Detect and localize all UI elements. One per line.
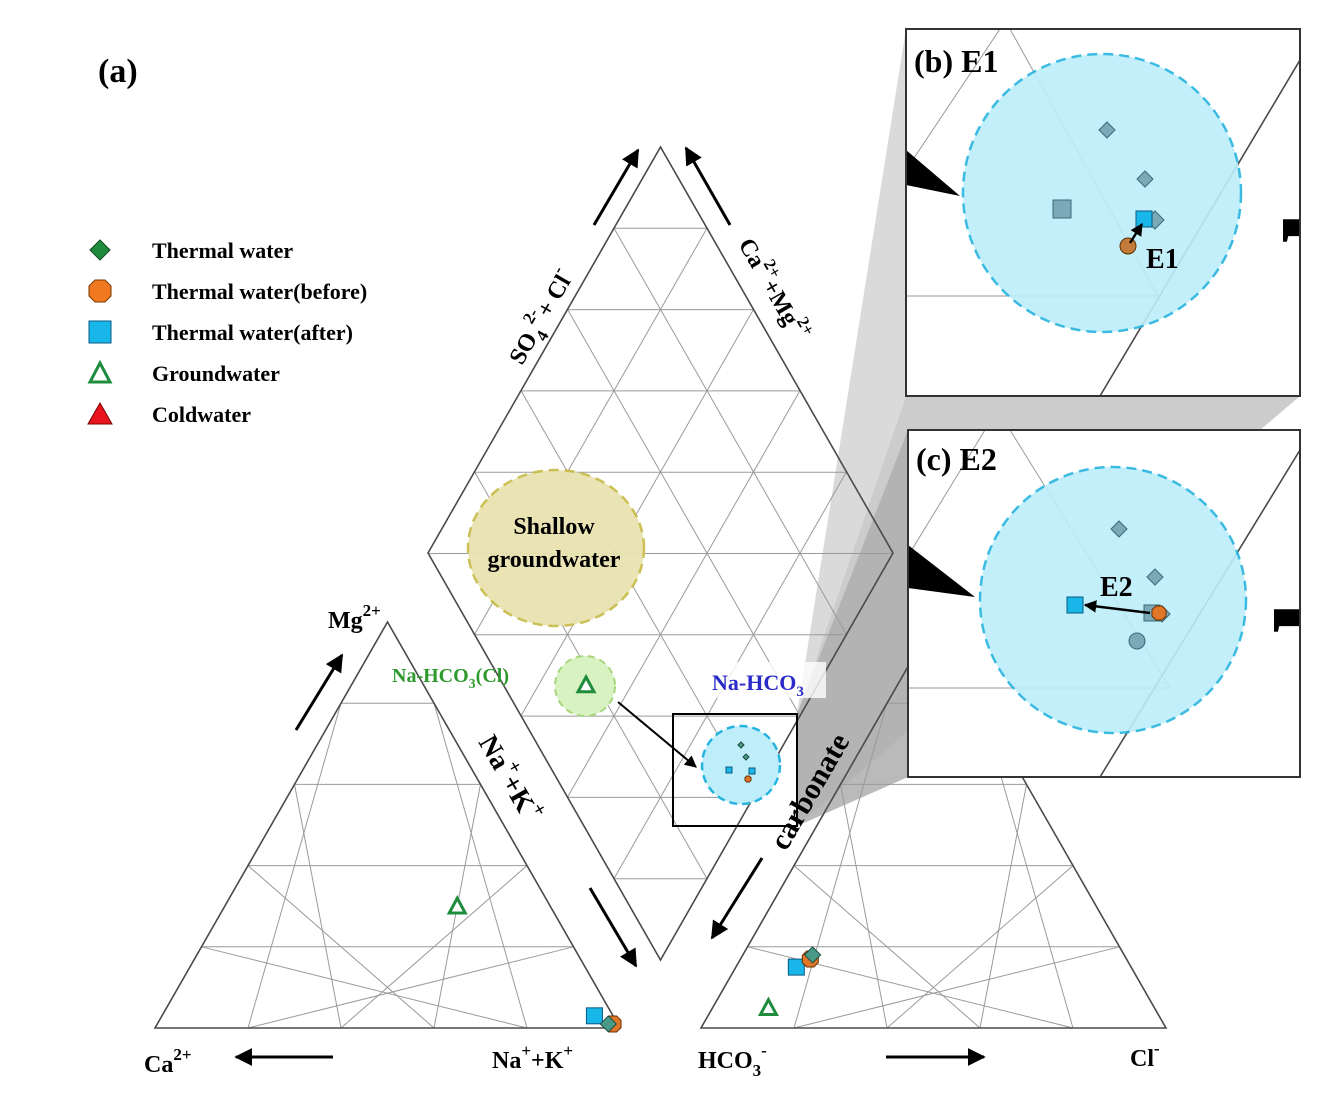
legend: Thermal water Thermal water(before) Ther… (87, 238, 367, 427)
inset-b-point (1098, 121, 1116, 139)
legend-coldwater: Coldwater (152, 402, 251, 427)
cation-right-label: Na++K+ (492, 1041, 573, 1074)
diamond-grid-a (520, 309, 754, 717)
anion-left-label: HCO3- (698, 1041, 767, 1080)
inset-b-point-label: E1 (1146, 244, 1179, 275)
anion-outline (699, 620, 1168, 1029)
inset-c-partial-text: ark (1250, 568, 1336, 748)
so4cl-arrow (592, 148, 640, 226)
anion-point (787, 958, 805, 976)
legend-thermal-after: Thermal water(after) (152, 320, 353, 345)
anion-grid-a (793, 946, 1120, 1029)
inset-b-partial-text: ark (1259, 178, 1336, 358)
anion-grid-b (793, 865, 981, 1029)
anion-point (757, 996, 779, 1016)
inset-c: ark (c) E2 E2 (907, 429, 1336, 778)
shift-arrow (617, 701, 697, 768)
diamond-before-point (744, 775, 752, 783)
inset-c-shift-arrow (1083, 600, 1151, 615)
cation-left-label: Ca2+ (144, 1045, 192, 1078)
cation-grid-a (247, 946, 574, 1029)
panel-a-label: (a) (98, 53, 138, 90)
cation-outline (153, 620, 622, 1029)
nahco3cl-label: Na-HCO3(Cl) (392, 665, 509, 692)
diamond-thermal-point (737, 741, 745, 749)
nahco3-label: Na-HCO3 (712, 670, 804, 700)
legend-diamond-icon (89, 239, 111, 261)
diamond-grid-b (613, 227, 847, 635)
inset-b-before-point (1119, 237, 1137, 255)
inset-c-point (1146, 568, 1164, 586)
nak-arrow (588, 887, 638, 968)
legend-groundwater: Groundwater (152, 361, 280, 386)
legend-triangle-icon (87, 401, 113, 425)
inset-b-point (1052, 199, 1072, 219)
anion-point (803, 946, 822, 964)
shallow-line2: groundwater (488, 547, 621, 573)
legend-octagon-icon (88, 279, 112, 303)
cation-grid-b (201, 946, 528, 1029)
zoom-connector-b-upper (797, 29, 906, 714)
inset-b-arrow-head (906, 150, 960, 196)
diamond-after-point (725, 766, 733, 774)
cation-side-label: Na++K+ (472, 727, 551, 828)
inset-c-grid (908, 430, 986, 557)
cation-point (446, 895, 468, 915)
inset-c-arrow-head (908, 545, 975, 597)
shallow-groundwater-region (466, 468, 646, 628)
inset-c-region (978, 465, 1248, 735)
inset-c-before-point (1151, 605, 1167, 621)
camg-arrow (684, 146, 732, 226)
anion-grid-b (793, 703, 888, 1029)
cation-grid-a (340, 865, 528, 1029)
cation-point (585, 1007, 603, 1025)
diamond-grid-b (520, 390, 754, 798)
shallow-line1: Shallow (513, 514, 595, 540)
cation-point (599, 1015, 618, 1033)
inset-b-region (961, 52, 1243, 334)
anion-grid-a (886, 865, 1074, 1029)
diamond-groundwater-point (575, 673, 597, 694)
nahco3-label-bg (704, 662, 826, 698)
legend-triangle-open-icon (87, 359, 113, 384)
inset-b-point (1136, 170, 1154, 188)
diamond-right-label: Ca2++Mg2+ (733, 231, 819, 346)
zoom-rectangle (672, 713, 798, 827)
inset-b-label: (b) E1 (914, 43, 998, 79)
inset-b-grid (906, 29, 1001, 171)
legend-thermal-before: Thermal water(before) (152, 279, 367, 304)
cation-grid-b (294, 784, 342, 1029)
inset-c-label: (c) E2 (916, 441, 997, 477)
inset-c-point (1110, 520, 1128, 538)
cation-grid-b (247, 703, 342, 1029)
mg-arrow (294, 653, 344, 731)
diamond-grid-a (567, 390, 801, 798)
anion-right-label: Cl- (1130, 1039, 1160, 1072)
inset-c-point-label: E2 (1100, 572, 1133, 603)
legend-thermal-water: Thermal water (152, 238, 293, 263)
diamond-after-point (748, 767, 756, 775)
carbonate-arrow (710, 857, 764, 940)
diamond-thermal-point (742, 753, 750, 761)
inset-b-shift-arrow (1128, 222, 1144, 244)
cation-grid-a (433, 703, 528, 1029)
cation-top-label: Mg2+ (328, 601, 381, 634)
inset-b-after-point (1135, 210, 1153, 228)
inset-b: ark (b) E1 E1 (905, 28, 1336, 397)
cation-grid-b (247, 865, 435, 1029)
inset-c-after-point (1066, 596, 1084, 614)
legend-square-icon (88, 320, 112, 344)
inset-c-point (1128, 632, 1146, 650)
nahco3-region (700, 724, 782, 806)
anion-grid-a (979, 784, 1027, 1029)
diamond-grid-b (567, 309, 801, 717)
anion-grid-b (840, 784, 888, 1029)
